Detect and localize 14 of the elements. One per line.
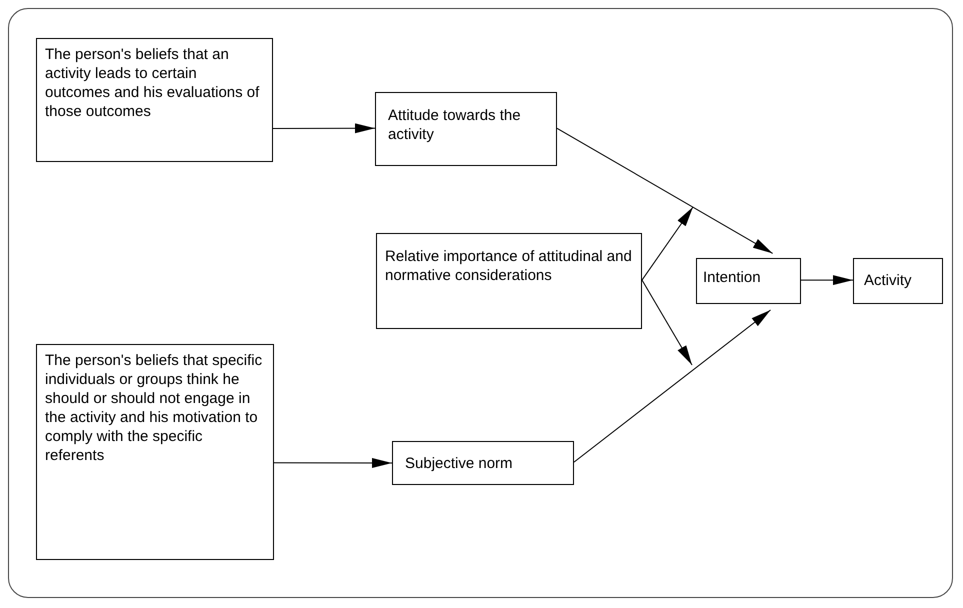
arrow xyxy=(556,128,774,254)
text-box: The person's beliefs that an activity leads to certain outcomes and his evaluations of those outcomes xyxy=(36,38,273,162)
text-box: Subjective norm xyxy=(392,441,574,485)
text-box: Intention xyxy=(696,258,801,304)
text-box: Relative importance of attitudinal and normative considerations xyxy=(376,233,642,329)
arrow xyxy=(574,309,772,463)
arrow xyxy=(642,280,692,366)
arrow xyxy=(800,275,854,286)
arrow xyxy=(272,123,376,134)
arrow xyxy=(642,206,694,281)
text-box: Attitude towards the activity xyxy=(375,92,557,166)
text-box: The person's beliefs that specific individuals or groups think he should or should not engage in the activity and his motivation to comply with the specific referents xyxy=(36,344,274,560)
text-box: Activity xyxy=(853,258,943,304)
arrow xyxy=(274,458,392,468)
